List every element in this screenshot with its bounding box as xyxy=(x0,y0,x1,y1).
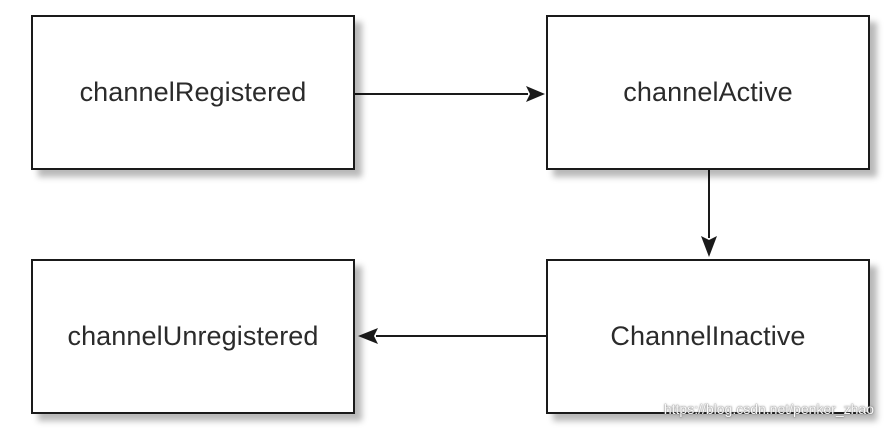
edge-inactive-to-unregistered xyxy=(358,328,546,344)
node-label: channelRegistered xyxy=(79,77,307,107)
node-label: channelActive xyxy=(623,77,793,107)
node-label: ChannelInactive xyxy=(610,321,806,351)
edge-registered-to-active xyxy=(355,86,545,102)
node-channel-registered: channelRegistered xyxy=(31,15,355,170)
node-label: channelUnregistered xyxy=(67,321,319,351)
node-channel-inactive: ChannelInactive xyxy=(546,259,870,414)
edge-active-to-inactive xyxy=(701,170,717,257)
watermark-text: https://blog.csdn.net/penker_zhao xyxy=(663,401,874,417)
node-channel-unregistered: channelUnregistered xyxy=(31,259,355,414)
node-channel-active: channelActive xyxy=(546,15,870,170)
